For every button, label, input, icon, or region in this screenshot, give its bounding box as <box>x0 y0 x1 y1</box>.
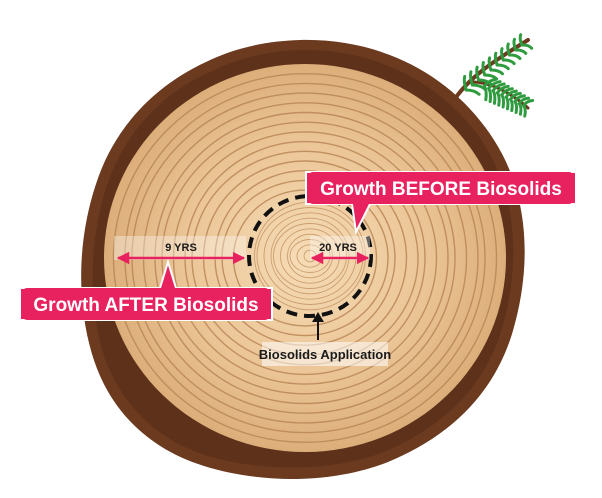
pine-branch-icon <box>450 33 535 118</box>
growth-before-label: Growth BEFORE Biosolids <box>320 179 562 200</box>
growth-before-callout: Growth BEFORE Biosolids <box>305 171 577 236</box>
years-before-label: 20 YRS <box>319 242 357 254</box>
biosolids-application-label: Biosolids Application <box>259 347 391 362</box>
growth-after-callout: Growth AFTER Biosolids <box>19 258 273 321</box>
growth-ring <box>112 72 498 444</box>
growth-after-label: Growth AFTER Biosolids <box>33 295 258 316</box>
biosolids-application-callout: Biosolids Application <box>259 312 391 366</box>
biosolids-application-ring <box>247 194 373 318</box>
years-after-label: 9 YRS <box>165 242 197 254</box>
